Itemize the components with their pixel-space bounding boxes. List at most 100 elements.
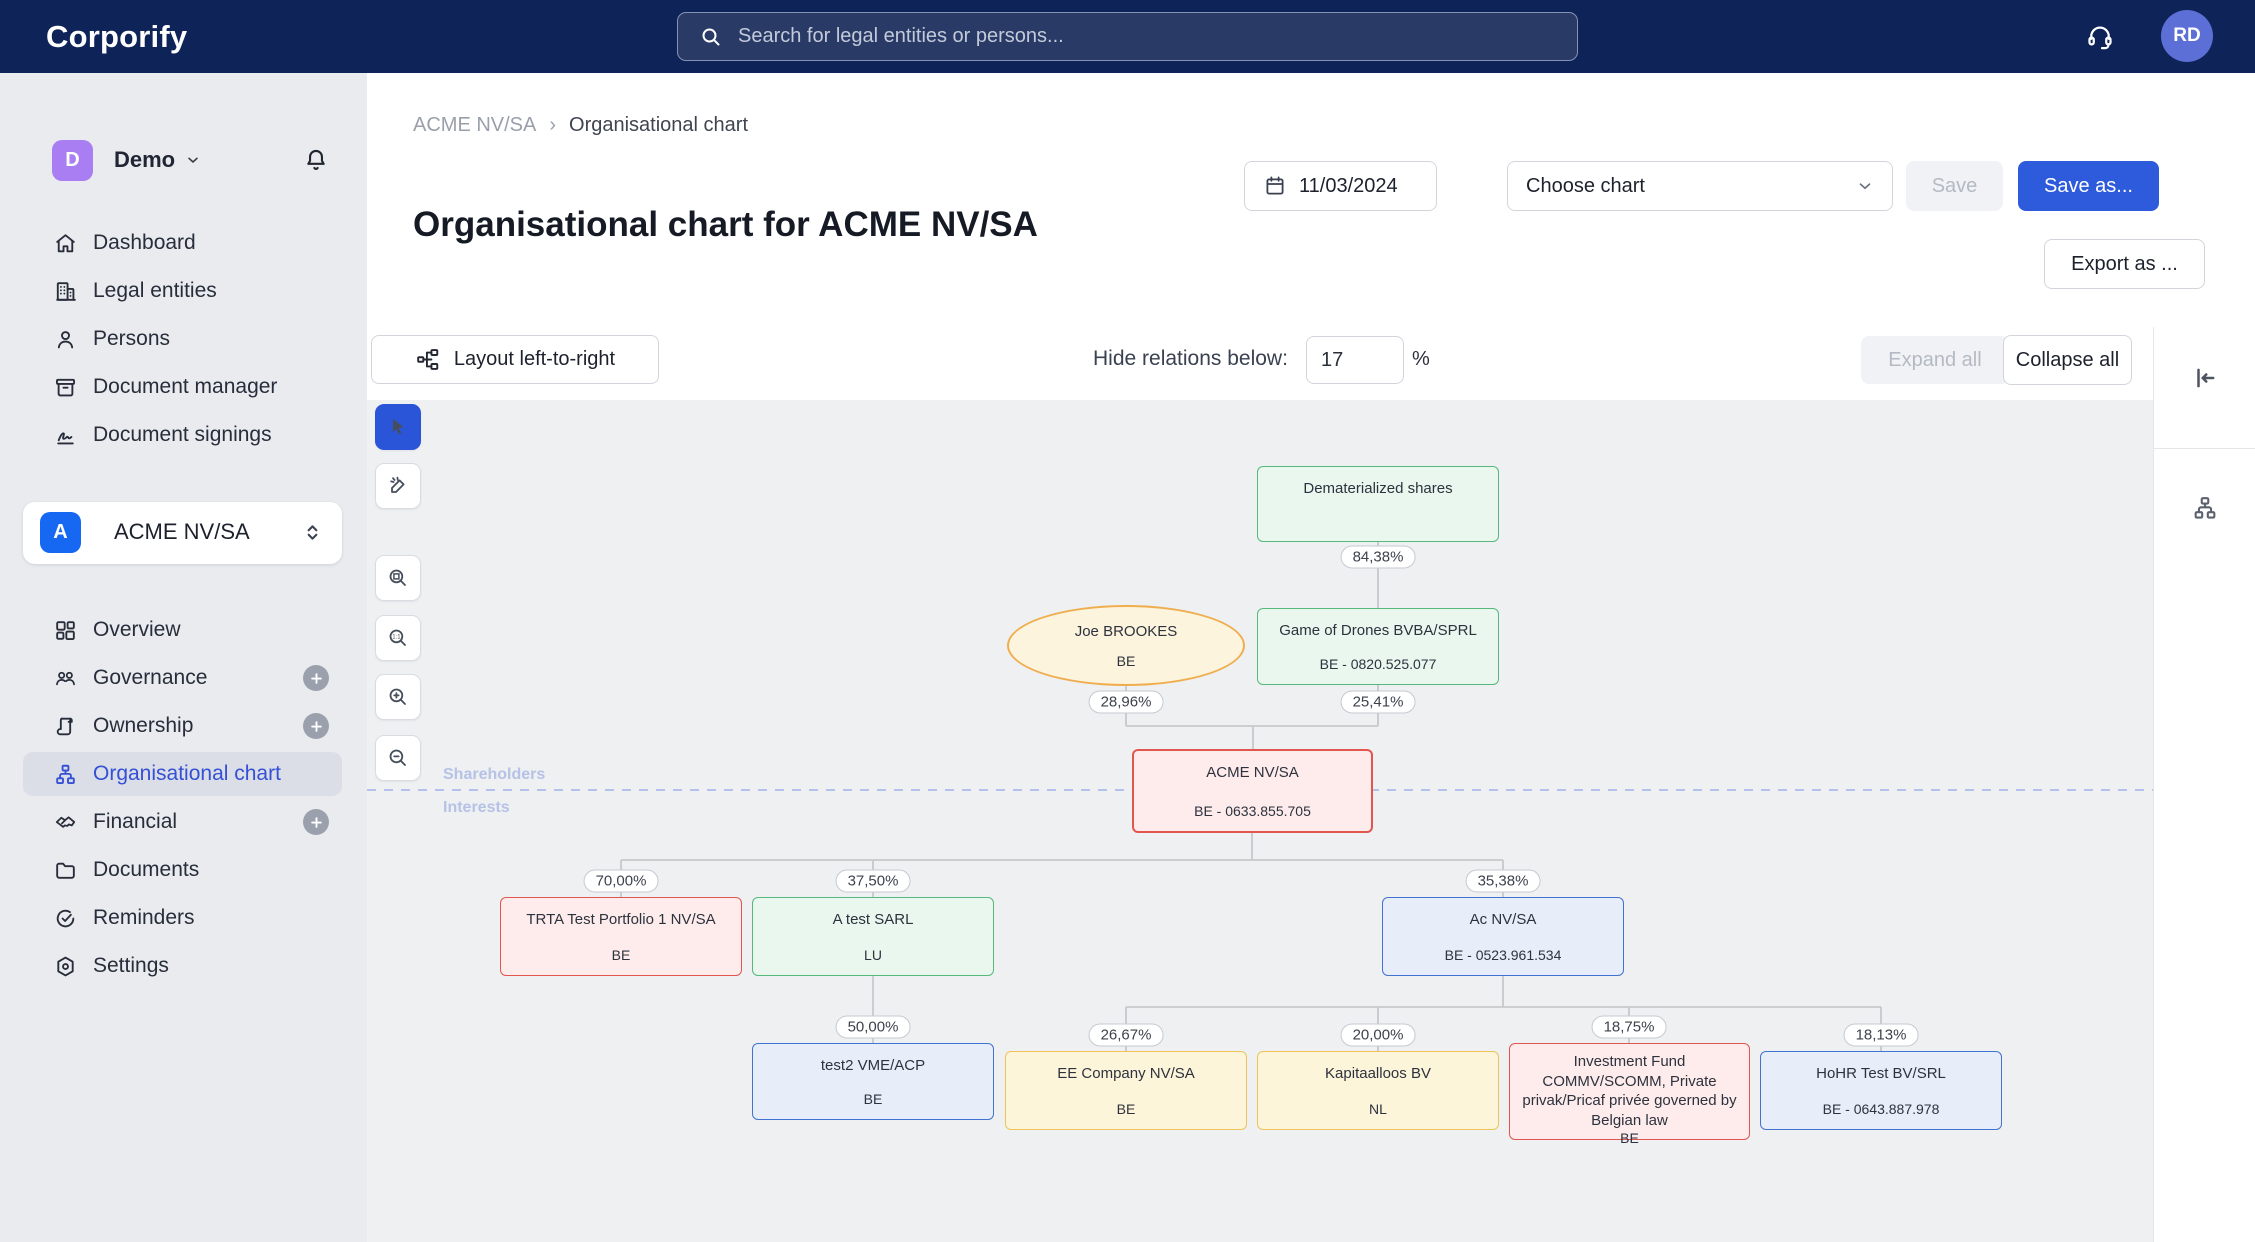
panel-divider [2154,448,2255,449]
ownership-add-button[interactable] [303,713,329,739]
node-sub: BE - 0643.887.978 [1822,1101,1940,1117]
node-label: ACME NV/SA [1206,764,1299,781]
chevron-up-down-icon [307,525,318,540]
date-picker[interactable]: 11/03/2024 [1244,161,1437,211]
grid-icon [55,620,75,640]
expand-all-button[interactable]: Expand all [1861,336,2009,384]
edge-percentage-badge: 18,13% [1843,1023,1919,1047]
node-hohr-test[interactable]: HoHR Test BV/SRL BE - 0643.887.978 [1760,1051,2002,1130]
sidebar-item-governance[interactable]: Governance [23,656,342,700]
bell-icon [307,149,325,170]
sidebar-item-label: Financial [93,810,178,833]
sidebar-item-label: Documents [93,858,200,881]
node-sub: LU [864,947,882,963]
breadcrumb-current: Organisational chart [569,114,749,136]
layout-left-to-right-button[interactable]: Layout left-to-right [371,335,659,384]
edge-percentage-badge: 18,75% [1591,1015,1667,1039]
zoom-in-button[interactable] [375,674,421,720]
node-ee-company[interactable]: EE Company NV/SA BE [1005,1051,1247,1130]
building-icon [55,281,76,301]
chevron-down-icon [1859,183,1871,190]
sidebar-item-organisational-chart[interactable]: Organisational chart [23,752,342,796]
sidebar-item-reminders[interactable]: Reminders [23,896,342,940]
right-side-panel [2153,327,2255,1242]
zoom-actual-size-button[interactable]: 1:1 [375,615,421,661]
sidebar-item-label: Overview [93,618,181,641]
support-button[interactable] [2080,17,2120,57]
page-title: Organisational chart for ACME NV/SA [413,205,1038,244]
global-search[interactable] [677,12,1578,61]
entity-avatar: A [40,512,81,553]
node-dematerialized-shares[interactable]: Dematerialized shares [1257,466,1499,542]
pointer-tool-button[interactable] [375,404,421,450]
chevron-down-icon [188,157,198,163]
workspace-switcher[interactable]: Demo [114,147,201,173]
sidebar-item-settings[interactable]: Settings [23,944,342,988]
node-trta-test-portfolio[interactable]: TRTA Test Portfolio 1 NV/SA BE [500,897,742,976]
node-label: Game of Drones BVBA/SPRL [1279,622,1477,639]
node-acme-nvsa[interactable]: ACME NV/SA BE - 0633.855.705 [1132,749,1373,833]
user-avatar[interactable]: RD [2161,10,2213,62]
orgchart-panel-button[interactable] [2183,486,2227,530]
hide-relations-input[interactable] [1306,336,1404,384]
node-label: test2 VME/ACP [820,1057,926,1074]
node-a-test-sarl[interactable]: A test SARL LU [752,897,994,976]
zoom-out-button[interactable] [375,735,421,781]
node-label: Kapitaalloos BV [1325,1065,1431,1082]
node-sub: BE - 0523.961.534 [1444,947,1562,963]
save-as-button[interactable]: Save as... [2018,161,2159,211]
sidebar-item-ownership[interactable]: Ownership [23,704,342,748]
node-investment-fund[interactable]: Investment Fund COMMV/SCOMM, Private pri… [1509,1043,1750,1146]
node-sub: NL [1369,1101,1387,1117]
entity-selector[interactable]: A ACME NV/SA [23,502,342,564]
date-value: 11/03/2024 [1299,174,1398,197]
governance-add-button[interactable] [303,665,329,691]
collapse-all-button[interactable]: Collapse all [2003,335,2132,385]
sidebar-item-label: Governance [93,666,208,689]
sidebar-item-persons[interactable]: Persons [23,317,342,361]
node-label: HoHR Test BV/SRL [1816,1065,1946,1082]
sidebar-item-financial[interactable]: Financial [23,800,342,844]
choose-chart-select[interactable]: Choose chart [1507,161,1893,211]
zoom-fit-icon [389,569,406,586]
zoom-out-icon [389,749,406,766]
edge-percentage-badge: 35,38% [1465,869,1541,893]
gear-icon [56,956,74,976]
sidebar-item-document-manager[interactable]: Document manager [23,365,342,409]
sidebar-item-documents[interactable]: Documents [23,848,342,892]
notifications-button[interactable] [298,143,334,179]
node-sub: BE [1620,1130,1639,1146]
collapse-panel-icon [2196,368,2214,388]
workspace-avatar: D [52,140,93,181]
node-ac-nvsa[interactable]: Ac NV/SA BE - 0523.961.534 [1382,897,1624,976]
node-kapitaalloos[interactable]: Kapitaalloos BV NL [1257,1051,1499,1130]
zoom-fit-button[interactable] [375,555,421,601]
handshake-icon [55,815,75,828]
sidebar-item-dashboard[interactable]: Dashboard [23,221,342,265]
sidebar-item-overview[interactable]: Overview [23,608,342,652]
edge-percentage-badge: 20,00% [1340,1023,1416,1047]
save-button[interactable]: Save [1906,161,2003,211]
financial-add-button[interactable] [303,809,329,835]
node-joe-brookes[interactable]: Joe BROOKES BE [1007,605,1245,686]
brand-logo[interactable]: Corporify [46,18,188,54]
node-game-of-drones[interactable]: Game of Drones BVBA/SPRL BE - 0820.525.0… [1257,608,1499,685]
edge-percentage-badge: 28,96% [1088,690,1164,714]
org-chart-canvas[interactable]: Shareholders Interests 1:1 Dematerialize… [367,400,2153,1242]
multi-select-tool-button[interactable] [375,463,421,509]
node-label: A test SARL [832,911,914,928]
sidebar-item-legal-entities[interactable]: Legal entities [23,269,342,313]
node-label: Joe BROOKES [1074,623,1178,640]
headset-icon [2088,26,2112,49]
collapse-panel-button[interactable] [2183,356,2227,400]
edge-percentage-badge: 26,67% [1088,1023,1164,1047]
breadcrumb-parent[interactable]: ACME NV/SA [413,114,537,136]
export-as-button[interactable]: Export as ... [2044,239,2205,289]
sidebar-item-document-signings[interactable]: Document signings [23,413,342,457]
search-input[interactable] [738,25,1556,48]
sidebar-item-label: Document signings [93,423,272,446]
folder-icon [55,862,75,879]
check-circle-icon [56,909,74,927]
node-test2-vmeacp[interactable]: test2 VME/ACP BE [752,1043,994,1120]
